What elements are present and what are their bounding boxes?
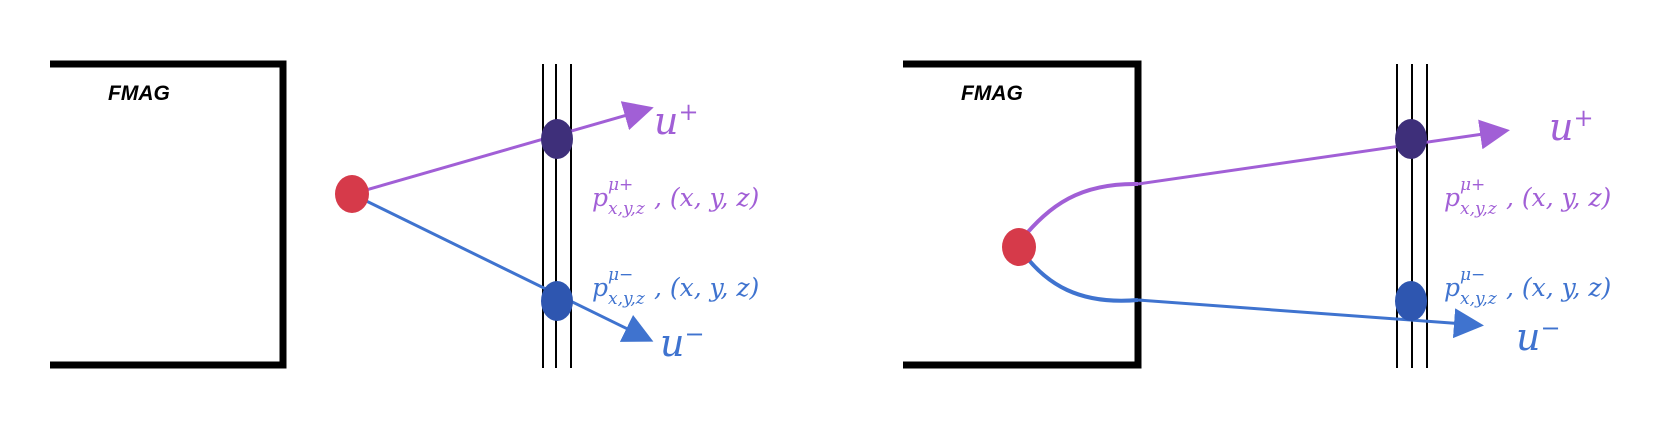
svg-text:p: p [1444,183,1460,212]
svg-text:x,y,z: x,y,z [1460,289,1498,309]
left-magnet-outline [50,60,287,369]
svg-text:, (x, y, z): , (x, y, z) [654,183,759,212]
right-magnet-outline [903,60,1142,369]
svg-text:, (x, y, z): , (x, y, z) [1506,183,1611,212]
right-mu-plus-momentum: p μ+ x,y,z , (x, y, z) [1444,175,1611,219]
right-magnet-label: FMAG [961,82,1023,105]
right-mu-plus-curve [1019,181,1139,242]
right-mu-minus-curve [1019,248,1139,303]
svg-text:, (x, y, z): , (x, y, z) [654,273,759,302]
left-vertex [335,175,369,213]
svg-text:μ+: μ+ [608,175,633,195]
right-mu-minus-track [1137,298,1484,339]
right-mu-plus-track [1137,119,1510,186]
svg-text:p: p [592,273,608,302]
svg-text:p: p [592,183,608,212]
right-mu-plus-hit [1395,119,1427,159]
svg-text:x,y,z: x,y,z [1460,199,1498,219]
right-panel: FMAG u+ u− p μ+ x,y,z , (x, y, z) p μ− x… [903,60,1611,369]
left-mu-minus-label: u− [660,320,705,365]
right-mu-minus-hit [1395,281,1427,321]
left-mu-minus-momentum: p μ− x,y,z , (x, y, z) [592,265,759,309]
left-detector-planes [542,64,572,368]
left-mu-minus-track [351,192,654,342]
right-vertex [1002,228,1036,266]
left-mu-plus-hit [541,119,573,159]
right-mu-plus-label: u+ [1549,104,1594,149]
left-mu-plus-momentum: p μ+ x,y,z , (x, y, z) [592,175,759,219]
left-mu-plus-label: u+ [654,98,699,143]
right-mu-minus-momentum: p μ− x,y,z , (x, y, z) [1444,265,1611,309]
right-mu-minus-label: u− [1516,314,1561,359]
svg-text:p: p [1444,273,1460,302]
svg-text:x,y,z: x,y,z [608,289,646,309]
left-magnet-label: FMAG [108,82,170,105]
svg-text:, (x, y, z): , (x, y, z) [1506,273,1611,302]
svg-text:μ−: μ− [608,265,633,285]
svg-text:μ−: μ− [1460,265,1485,285]
left-panel: FMAG u+ u− p μ+ x,y,z , (x, y, z) p μ− x… [50,60,759,369]
svg-text:x,y,z: x,y,z [608,199,646,219]
svg-text:μ+: μ+ [1460,175,1485,195]
left-mu-plus-track [351,101,654,196]
left-mu-minus-hit [541,281,573,321]
